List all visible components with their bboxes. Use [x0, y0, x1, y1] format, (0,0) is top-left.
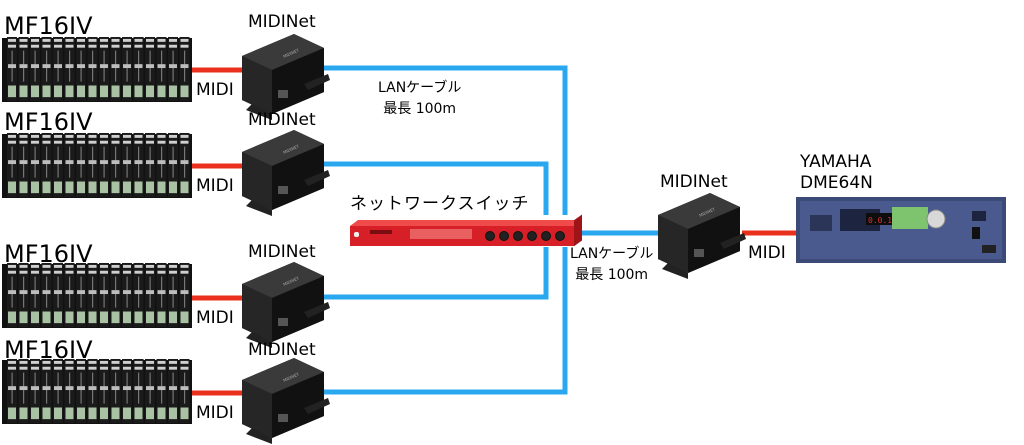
lan-label-top: LANケーブル 最長 100m	[378, 78, 461, 120]
lan-cable-1	[324, 65, 568, 215]
midinet-box-1	[242, 34, 330, 120]
console-title-3: MF16IV	[4, 240, 93, 268]
lan-label-bottom-line1: LANケーブル	[570, 246, 654, 262]
midi-label-3: MIDI	[196, 308, 234, 328]
network-switch	[350, 214, 582, 247]
console-title-2: MF16IV	[4, 108, 93, 136]
midi-cables	[192, 67, 796, 396]
console-2	[2, 133, 192, 198]
lan-cable-4	[324, 247, 568, 395]
lan-cables	[324, 65, 660, 395]
lan-cable-2	[324, 161, 549, 215]
midi-label-right: MIDI	[748, 243, 786, 263]
midinet-box-right	[658, 193, 746, 279]
midinet-label-2: MIDINet	[248, 110, 316, 130]
midinet-label-3: MIDINet	[248, 242, 316, 262]
console-1	[2, 37, 192, 102]
dme-model: DME64N	[800, 173, 873, 193]
dme-display-readout: 0.0.1	[868, 216, 892, 225]
midi-label-1: MIDI	[196, 80, 234, 100]
lan-label-bottom: LANケーブル 最長 100m	[570, 244, 653, 286]
console-4	[2, 359, 192, 424]
midinet-box-3	[242, 262, 330, 348]
lan-cable-3	[324, 247, 549, 300]
console-3	[2, 263, 192, 328]
midinet-box-4	[242, 358, 330, 444]
console-title-4: MF16IV	[4, 336, 93, 364]
lan-label-top-line2: 最長 100m	[383, 101, 457, 117]
dme-label: YAMAHA DME64N	[800, 152, 873, 194]
midi-label-4: MIDI	[196, 403, 234, 423]
midinet-box-2	[242, 130, 330, 216]
lan-label-bottom-line2: 最長 100m	[575, 267, 649, 283]
midinet-label-1: MIDINet	[248, 12, 316, 32]
switch-label: ネットワークスイッチ	[350, 194, 530, 214]
midi-label-2: MIDI	[196, 176, 234, 196]
dme64n-unit	[796, 197, 1006, 263]
console-title-1: MF16IV	[4, 12, 93, 40]
dme-brand: YAMAHA	[800, 152, 872, 172]
midinet-label-4: MIDINet	[248, 340, 316, 360]
lan-label-top-line1: LANケーブル	[378, 80, 462, 96]
midinet-label-right: MIDINet	[660, 172, 728, 192]
